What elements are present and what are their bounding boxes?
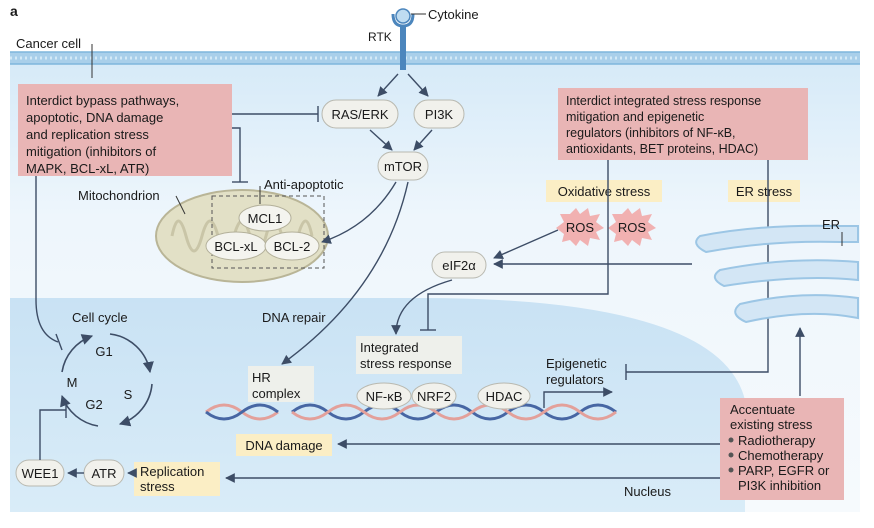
phase-g1: G1 xyxy=(95,344,112,359)
inhibit-cell-cycle xyxy=(35,176,63,351)
wee1-inhibit-g2 xyxy=(39,402,67,460)
replication-stress-line1: Replication xyxy=(140,464,204,479)
nucleus-label: Nucleus xyxy=(624,484,671,499)
node-nrf2: NRF2 xyxy=(411,382,457,410)
node-wee1: WEE1 xyxy=(15,459,65,487)
integrated-stress-line1: Integrated xyxy=(360,340,419,355)
cell-cycle-ring xyxy=(60,333,154,427)
node-atr: ATR xyxy=(83,459,125,487)
receptor-arrows xyxy=(377,73,429,97)
eif2a-arrows xyxy=(391,229,692,335)
node-mtor: mTOR xyxy=(377,151,429,181)
oxidative-stress-box xyxy=(546,180,662,202)
svg-text:PI3K: PI3K xyxy=(425,107,454,122)
svg-text:mTOR: mTOR xyxy=(384,159,422,174)
endoplasmic-reticulum xyxy=(695,224,859,324)
node-hdac: HDAC xyxy=(477,382,531,410)
hr-label-line1: HR xyxy=(252,370,271,385)
inhibit-integrated-stress xyxy=(420,160,609,331)
hr-complex-box xyxy=(248,366,314,402)
er-stress-box xyxy=(728,180,800,202)
inhibit-anti-apoptotic xyxy=(232,127,248,183)
svg-text:WEE1: WEE1 xyxy=(22,466,59,481)
oxidative-stress-label: Oxidative stress xyxy=(558,184,651,199)
svg-text:PI3K inhibition: PI3K inhibition xyxy=(738,478,821,493)
rtk-label: RTK xyxy=(368,30,392,44)
svg-text:NRF2: NRF2 xyxy=(417,389,451,404)
svg-text:Interdict bypass pathways,: Interdict bypass pathways, xyxy=(26,93,179,108)
replication-stress-box xyxy=(134,462,220,496)
dna-helix xyxy=(205,403,617,421)
integrated-stress-line2: stress response xyxy=(360,356,452,371)
cancer-cell-label: Cancer cell xyxy=(16,36,81,51)
mitochondrion-label: Mitochondrion xyxy=(78,188,160,203)
left-inhibitor-text: Interdict bypass pathways, apoptotic, DN… xyxy=(26,93,179,176)
svg-text:MCL1: MCL1 xyxy=(248,211,283,226)
svg-text:ROS: ROS xyxy=(618,220,647,235)
phase-m: M xyxy=(67,375,78,390)
panel-label: a xyxy=(10,3,18,19)
cell-cycle-label: Cell cycle xyxy=(72,310,128,325)
anti-apoptotic-label: Anti-apoptotic xyxy=(264,177,344,192)
rtk-receptor xyxy=(391,8,415,70)
svg-text:apoptotic, DNA damage: apoptotic, DNA damage xyxy=(26,110,163,125)
svg-text:mitigation (inhibitors of: mitigation (inhibitors of xyxy=(26,144,156,159)
cytokine-label: Cytokine xyxy=(428,7,479,22)
dna-damage-label: DNA damage xyxy=(245,438,322,453)
svg-text:and replication stress: and replication stress xyxy=(26,127,149,142)
epigenetic-line2: regulators xyxy=(546,372,604,387)
dna-repair-label: DNA repair xyxy=(262,310,326,325)
svg-text:ROS: ROS xyxy=(566,220,595,235)
svg-text:BCL-2: BCL-2 xyxy=(274,239,311,254)
ros-burst-2: ROS xyxy=(608,208,656,246)
svg-text:regulators (inhibitors of NF-κ: regulators (inhibitors of NF-κB, xyxy=(566,126,736,140)
node-ras-erk: RAS/ERK xyxy=(321,99,399,129)
dna-damage-box xyxy=(236,434,332,456)
integrated-stress-box xyxy=(356,336,462,374)
svg-text:PARP, EGFR or: PARP, EGFR or xyxy=(738,463,830,478)
svg-text:Chemotherapy: Chemotherapy xyxy=(738,448,824,463)
svg-text:Radiotherapy: Radiotherapy xyxy=(738,433,816,448)
left-inhibitor-box xyxy=(18,84,232,176)
right-inhibitor-text: Interdict integrated stress response mit… xyxy=(566,94,761,156)
svg-text:HDAC: HDAC xyxy=(486,389,523,404)
replication-stress-line2: stress xyxy=(140,479,175,494)
svg-text:Accentuate: Accentuate xyxy=(730,402,795,417)
svg-text:BCL-xL: BCL-xL xyxy=(214,239,257,254)
inhibit-ras-erk xyxy=(232,106,319,122)
er-label: ER xyxy=(822,217,840,232)
svg-text:mitigation and epigenetic: mitigation and epigenetic xyxy=(566,110,704,124)
er-stress-label: ER stress xyxy=(736,184,793,199)
svg-text:MAPK, BCL-xL, ATR): MAPK, BCL-xL, ATR) xyxy=(26,161,149,176)
accentuate-stress-text: Accentuate existing stress Radiotherapy … xyxy=(728,402,830,493)
anti-apoptotic-group xyxy=(211,195,325,269)
svg-text:NF-κB: NF-κB xyxy=(366,389,403,404)
svg-text:eIF2α: eIF2α xyxy=(442,258,476,273)
node-eif2a: eIF2α xyxy=(431,251,487,279)
mtor-arrows xyxy=(369,129,433,151)
svg-text:Interdict integrated stress re: Interdict integrated stress response xyxy=(566,94,761,108)
svg-text:existing stress: existing stress xyxy=(730,417,813,432)
node-mcl1: MCL1 xyxy=(238,204,292,232)
accentuate-stress-box xyxy=(720,398,844,500)
svg-text:RAS/ERK: RAS/ERK xyxy=(331,107,388,122)
hr-label-line2: complex xyxy=(252,386,301,401)
node-bcl-xl: BCL-xL xyxy=(205,231,267,261)
phase-g2: G2 xyxy=(85,397,102,412)
node-nfkb: NF-κB xyxy=(356,382,412,410)
right-inhibitor-box xyxy=(558,88,808,160)
phase-s: S xyxy=(124,387,133,402)
svg-text:antioxidants, BET proteins, HD: antioxidants, BET proteins, HDAC) xyxy=(566,142,758,156)
mtor-downstream-arrows xyxy=(281,181,409,365)
epigenetic-arrow xyxy=(543,387,613,408)
ros-burst-1: ROS xyxy=(556,208,604,246)
svg-text:ATR: ATR xyxy=(91,466,116,481)
node-pi3k: PI3K xyxy=(413,99,465,129)
epigenetic-line1: Epigenetic xyxy=(546,356,607,371)
cell-membrane xyxy=(10,51,860,65)
node-bcl2: BCL-2 xyxy=(264,231,320,261)
